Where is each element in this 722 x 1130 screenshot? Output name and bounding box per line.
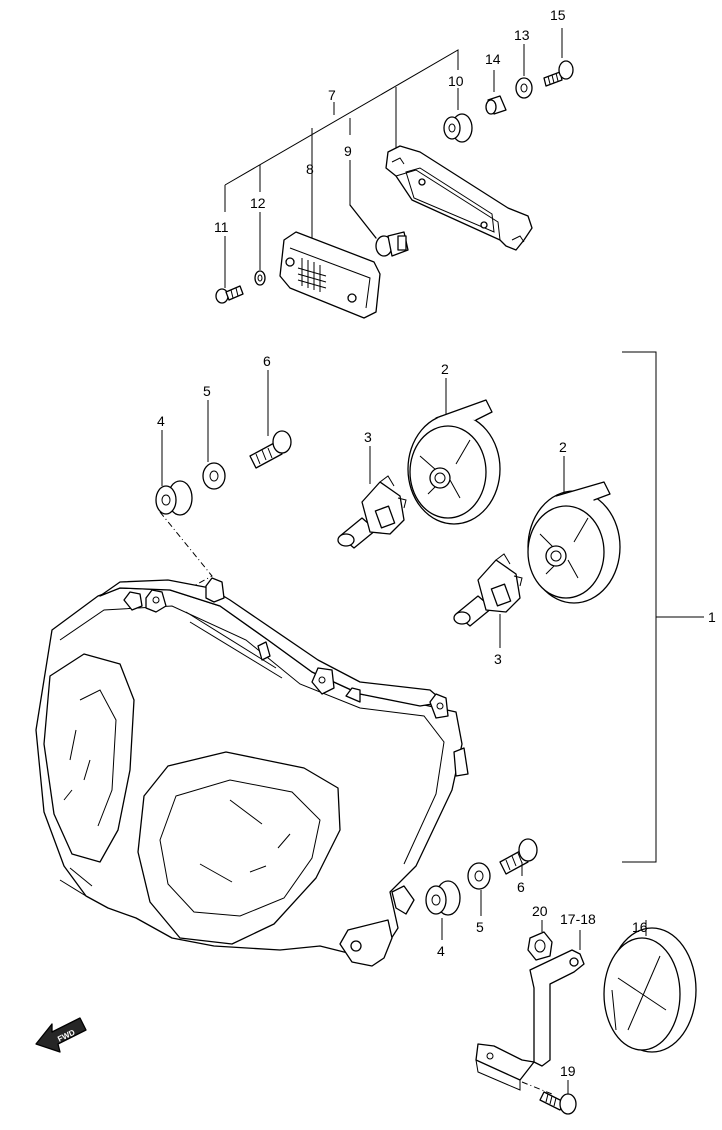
label-2-upper: 2 bbox=[441, 361, 449, 377]
label-8: 8 bbox=[306, 161, 314, 177]
collar-14 bbox=[485, 95, 507, 115]
bolt-6-upper bbox=[249, 430, 292, 469]
grommet-4-lower bbox=[425, 880, 461, 916]
headlight-housing bbox=[35, 577, 469, 967]
headlight-bulb-3-lower bbox=[453, 553, 523, 627]
label-10: 10 bbox=[448, 73, 464, 89]
part-number-labels: 15 13 14 10 7 9 8 12 11 6 2 5 4 3 2 1 3 … bbox=[157, 7, 716, 1079]
label-20: 20 bbox=[532, 903, 548, 919]
washer-12 bbox=[254, 270, 266, 286]
grommet-4-upper bbox=[155, 480, 193, 516]
label-9: 9 bbox=[344, 143, 352, 159]
forward-arrow-icon: FWD bbox=[35, 1017, 87, 1053]
washer-5-lower bbox=[467, 862, 491, 890]
grommet-10 bbox=[443, 113, 473, 143]
assembly-bracket bbox=[622, 351, 657, 863]
nut-20 bbox=[527, 931, 553, 961]
label-15: 15 bbox=[550, 7, 566, 23]
lamp-holder-bracket bbox=[385, 145, 533, 251]
label-5-upper: 5 bbox=[203, 383, 211, 399]
label-6-upper: 6 bbox=[263, 353, 271, 369]
bracket-17-18 bbox=[475, 949, 585, 1091]
label-19: 19 bbox=[560, 1063, 576, 1079]
label-16: 16 bbox=[632, 919, 648, 935]
screw-11 bbox=[215, 285, 244, 304]
position-lens-8 bbox=[279, 231, 381, 319]
label-5-lower: 5 bbox=[476, 919, 484, 935]
socket-cover-2-lower bbox=[527, 481, 621, 604]
washer-5-upper bbox=[202, 462, 226, 490]
label-14: 14 bbox=[485, 51, 501, 67]
label-13: 13 bbox=[514, 27, 530, 43]
cap-16 bbox=[603, 927, 697, 1053]
label-1: 1 bbox=[708, 609, 716, 625]
label-11: 11 bbox=[214, 219, 229, 235]
socket-cover-2-upper bbox=[407, 399, 501, 525]
label-2-lower: 2 bbox=[559, 439, 567, 455]
screw-19 bbox=[539, 1091, 577, 1115]
headlight-bulb-3-upper bbox=[337, 475, 407, 549]
label-7: 7 bbox=[328, 87, 336, 103]
label-12: 12 bbox=[250, 195, 266, 211]
bulb-9 bbox=[349, 204, 409, 257]
label-6-lower: 6 bbox=[517, 879, 525, 895]
washer-13 bbox=[515, 77, 533, 99]
label-4-upper: 4 bbox=[157, 413, 165, 429]
label-17-18: 17-18 bbox=[560, 911, 596, 927]
label-3-lower: 3 bbox=[494, 651, 502, 667]
label-3-upper: 3 bbox=[364, 429, 372, 445]
label-4-lower: 4 bbox=[437, 943, 445, 959]
position-lamp-assembly bbox=[215, 28, 574, 319]
bolt-15 bbox=[543, 60, 574, 87]
bolt-6-lower bbox=[499, 838, 538, 875]
